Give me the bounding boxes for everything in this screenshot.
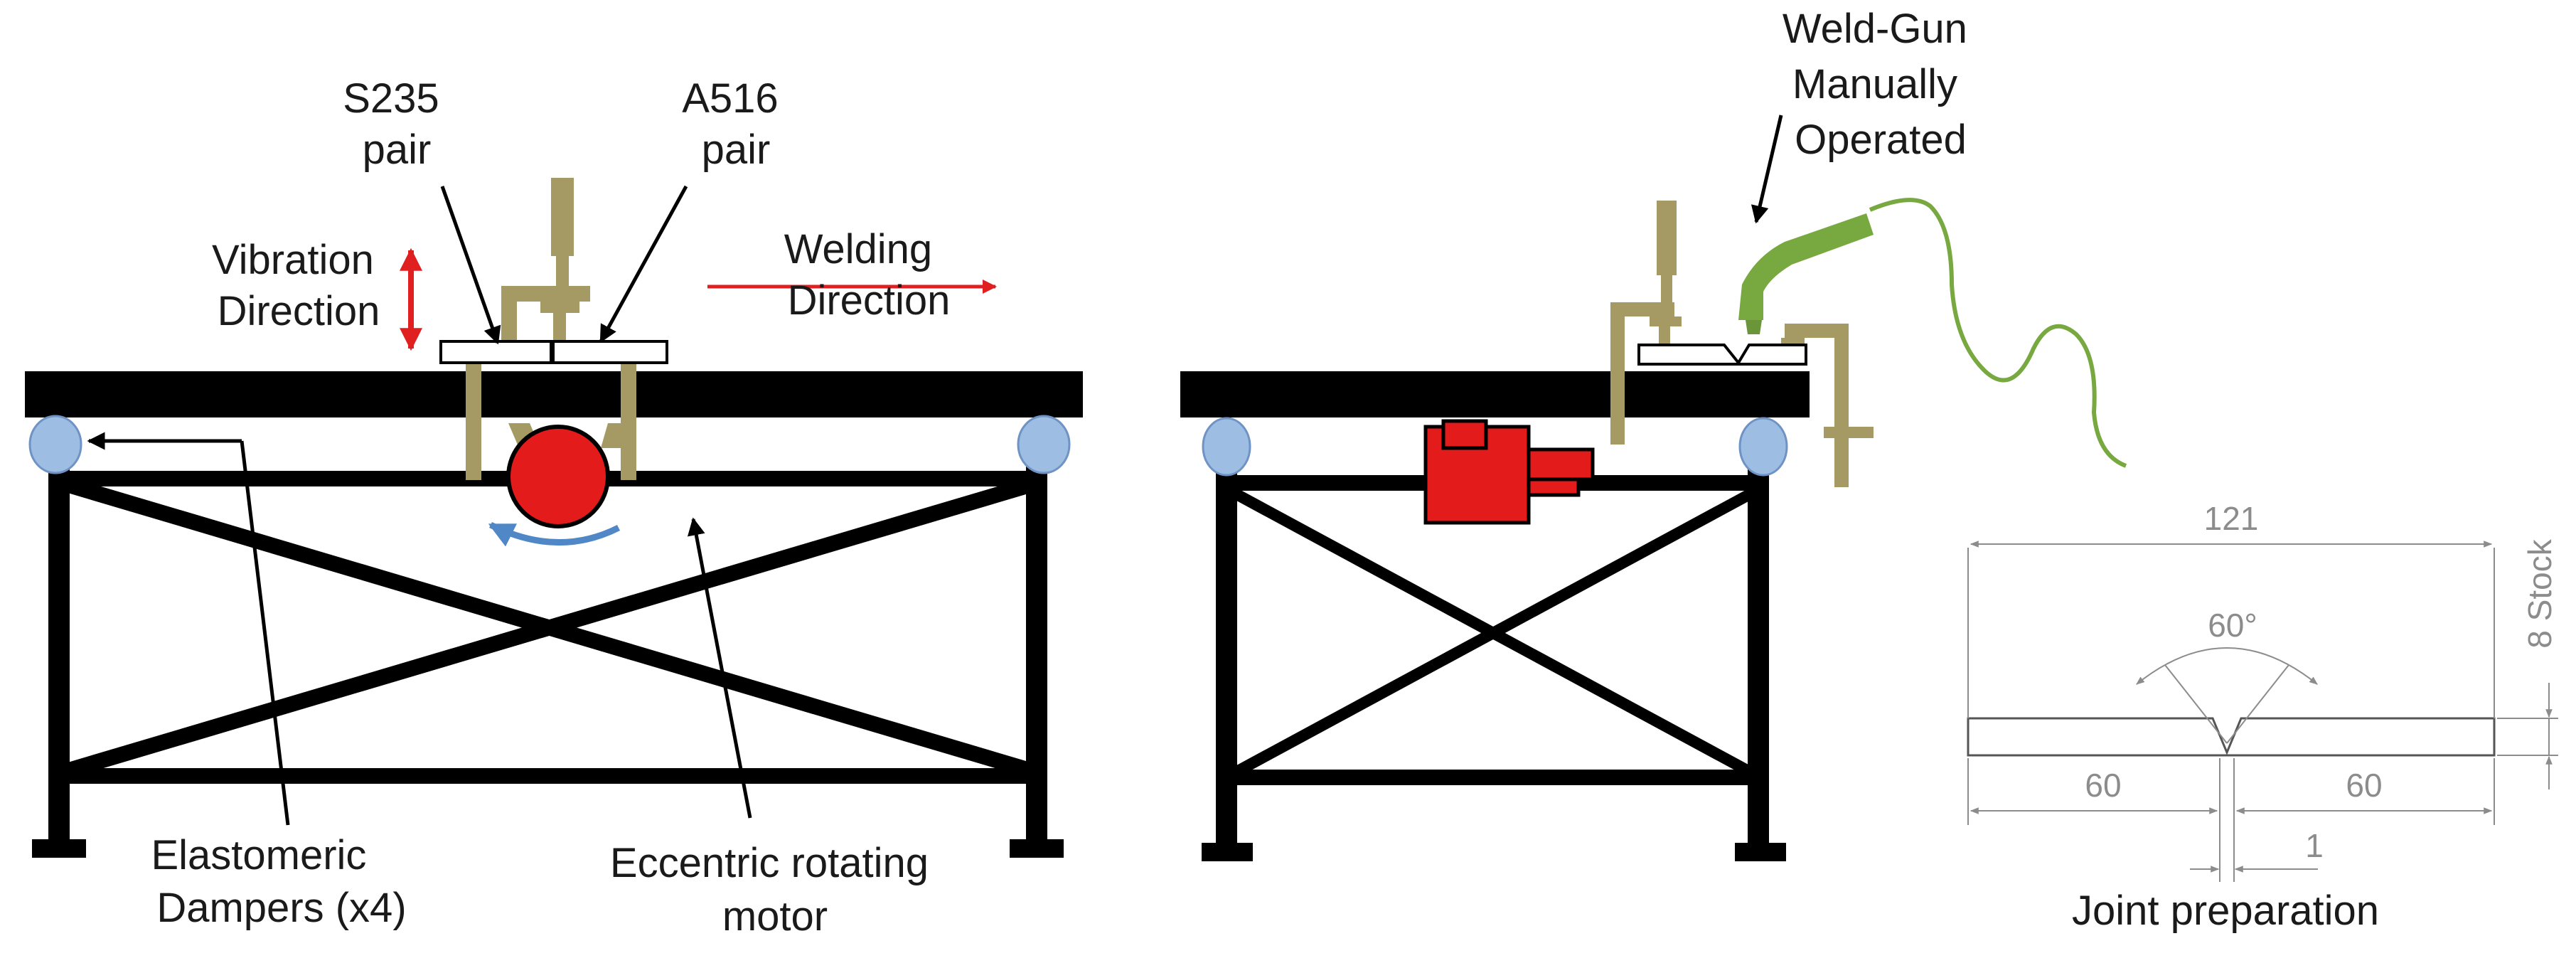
total-width-value: 121 <box>2204 500 2259 537</box>
s235-label: S235 pair <box>343 75 451 173</box>
rt-left-leg <box>1216 469 1237 843</box>
damper-left-1 <box>28 415 82 474</box>
joint-preparation-label: Joint preparation <box>2072 888 2379 934</box>
rt-cross-brace-2 <box>1227 485 1759 781</box>
right-table-top <box>1180 371 1810 417</box>
rt-right-leg <box>1748 469 1769 843</box>
vibration-label: Vibration Direction <box>212 237 385 334</box>
weld-gun-label: Weld-Gun Manually Operated <box>1783 6 1979 163</box>
s235-plate <box>439 340 552 364</box>
damper-leader <box>240 440 290 826</box>
weld-gun <box>1738 198 2127 468</box>
angle-value: 60° <box>2208 607 2257 644</box>
rotation-arrow <box>488 521 621 547</box>
s235-leader <box>440 186 501 345</box>
rt-motor <box>1423 419 1595 525</box>
rt-lower-rail <box>1216 770 1769 785</box>
stock-value: 8 Stock <box>2521 538 2558 648</box>
left-lower-rail <box>48 768 1047 784</box>
a516-plate <box>552 340 668 364</box>
left-table-top <box>25 371 1083 417</box>
rt-right-foot <box>1735 843 1786 861</box>
left-clamp-assembly <box>466 178 636 480</box>
angle-dim-arc <box>2136 647 2318 685</box>
rt-left-foot <box>1202 843 1253 861</box>
left-table-view: S235 pair A516 pair Vibration Direction … <box>25 75 1083 940</box>
joint-plates <box>1967 717 2496 757</box>
a516-leader <box>599 185 688 344</box>
rt-damper-right <box>1738 417 1788 477</box>
gap-value: 1 <box>2305 827 2324 864</box>
a516-label: A516 pair <box>682 75 790 173</box>
joint-preparation-drawing: 121 8 Stock 60° 60 60 1 Joint preparatio… <box>1967 500 2558 934</box>
welding-label: Welding Direction <box>784 226 951 324</box>
damper-left-2 <box>1017 415 1071 474</box>
left-frame <box>25 371 1083 858</box>
weld-gun-leader <box>1751 115 1783 224</box>
right-width-value: 60 <box>2346 767 2382 804</box>
right-table-view: Weld-Gun Manually Operated <box>1180 6 2127 861</box>
weld-gun-cable <box>1869 198 2127 468</box>
motor-leader <box>687 517 752 819</box>
motor-label: Eccentric rotating motor <box>610 840 940 940</box>
dampers-label: Elastomeric Dampers (x4) <box>151 832 406 931</box>
rt-plates <box>1637 344 1807 366</box>
left-foot <box>32 839 86 858</box>
rt-damper-left <box>1202 417 1251 477</box>
right-foot <box>1010 839 1064 858</box>
left-width-value: 60 <box>2085 767 2121 804</box>
left-cross-brace-2 <box>61 476 1037 780</box>
